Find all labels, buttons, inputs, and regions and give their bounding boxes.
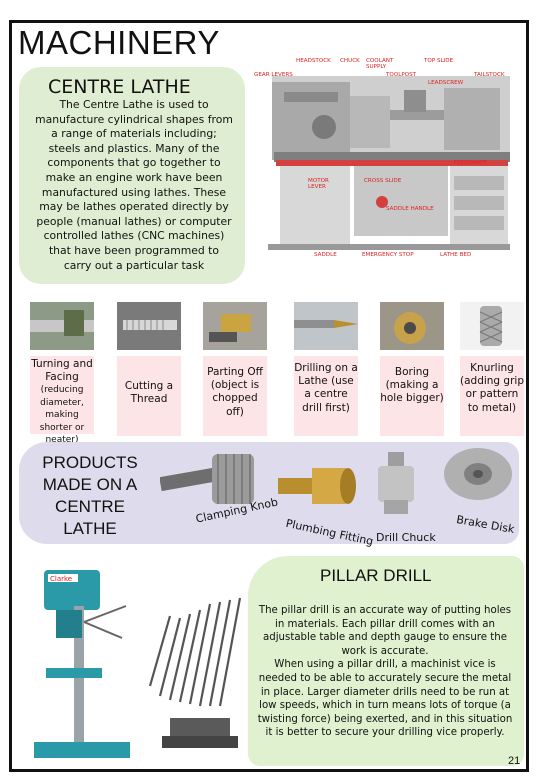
process-title: Cutting a Thread [124, 380, 174, 406]
drill-bits-image [148, 597, 242, 748]
process-cutting-thread: Cutting a Thread [117, 356, 181, 436]
process-boring: Boring (making a hole bigger) [380, 356, 444, 436]
lathe-diagram: HEADSTOCK CHUCK COOLANT SUPPLY TOP SLIDE… [254, 52, 518, 262]
parting-off-photo [203, 302, 267, 350]
centre-lathe-panel [19, 67, 245, 284]
turning-photo [30, 302, 94, 350]
pillar-drill-heading: PILLAR DRILL [320, 566, 432, 585]
label-headstock: HEADSTOCK [296, 58, 331, 64]
products-heading: PRODUCTS MADE ON A CENTRE LATHE [42, 453, 138, 538]
plumbing-fitting-image [278, 468, 356, 504]
process-title: Knurling (adding grip or pattern to meta… [460, 362, 524, 414]
label-motor-lever: MOTOR LEVER [308, 178, 329, 190]
clamping-knob-image [160, 454, 254, 504]
label-emergency-stop: EMERGENCY STOP [362, 252, 414, 258]
pillar-drill-image: Clarke [34, 570, 130, 758]
boring-photo [380, 302, 444, 350]
process-drilling: Drilling on a Lathe (use a centre drill … [294, 356, 358, 436]
label-toolpost: TOOLPOST [386, 72, 417, 78]
label-feedshaft: FEEDSHAFT [454, 160, 487, 166]
centre-lathe-description: The Centre Lathe is used to manufacture … [35, 98, 233, 272]
knurling-photo [460, 302, 524, 350]
process-turning-facing: Turning and Facing (reducing diameter, m… [30, 356, 94, 445]
process-knurling: Knurling (adding grip or pattern to meta… [460, 356, 524, 436]
products-panel [19, 442, 519, 544]
process-parting-off: Parting Off (object is chopped off) [203, 356, 267, 436]
label-coolant-supply: COOLANT SUPPLY [366, 58, 394, 70]
pillar-drill-description: The pillar drill is an accurate way of p… [257, 605, 513, 739]
label-leadscrew: LEADSCREW [428, 80, 464, 86]
process-title: Boring (making a hole bigger) [380, 366, 444, 405]
label-chuck: CHUCK [340, 58, 360, 64]
product-label-drill-chuck: Drill Chuck [376, 531, 436, 544]
drilling-photo [294, 302, 358, 350]
process-note: (reducing diameter, making shorter or ne… [39, 385, 85, 446]
process-title: Drilling on a Lathe (use a centre drill … [294, 362, 358, 414]
page-title: MACHINERY [18, 24, 220, 61]
pillar-drill-panel [248, 556, 524, 766]
page-frame [9, 20, 529, 772]
label-saddle: SADDLE [314, 252, 337, 258]
page-number: 21 [508, 755, 521, 767]
label-cross-slide: CROSS SLIDE [364, 178, 402, 184]
label-saddle-handle: SADDLE HANDLE [386, 206, 434, 212]
label-lathe-bed: LATHE BED [440, 252, 472, 258]
label-tailstock: TAILSTOCK [474, 72, 505, 78]
thread-photo [117, 302, 181, 350]
label-gear-levers: GEAR LEVERS [254, 72, 293, 78]
drill-brand-text: Clarke [50, 575, 72, 583]
drill-chuck-image [378, 452, 414, 514]
process-title: Turning and Facing [31, 358, 93, 384]
brake-disk-image [444, 448, 512, 500]
centre-lathe-heading: CENTRE LATHE [48, 76, 191, 98]
label-top-slide: TOP SLIDE [424, 58, 454, 64]
lathe-illustration [268, 76, 510, 250]
process-title: Parting Off (object is chopped off) [207, 366, 263, 418]
